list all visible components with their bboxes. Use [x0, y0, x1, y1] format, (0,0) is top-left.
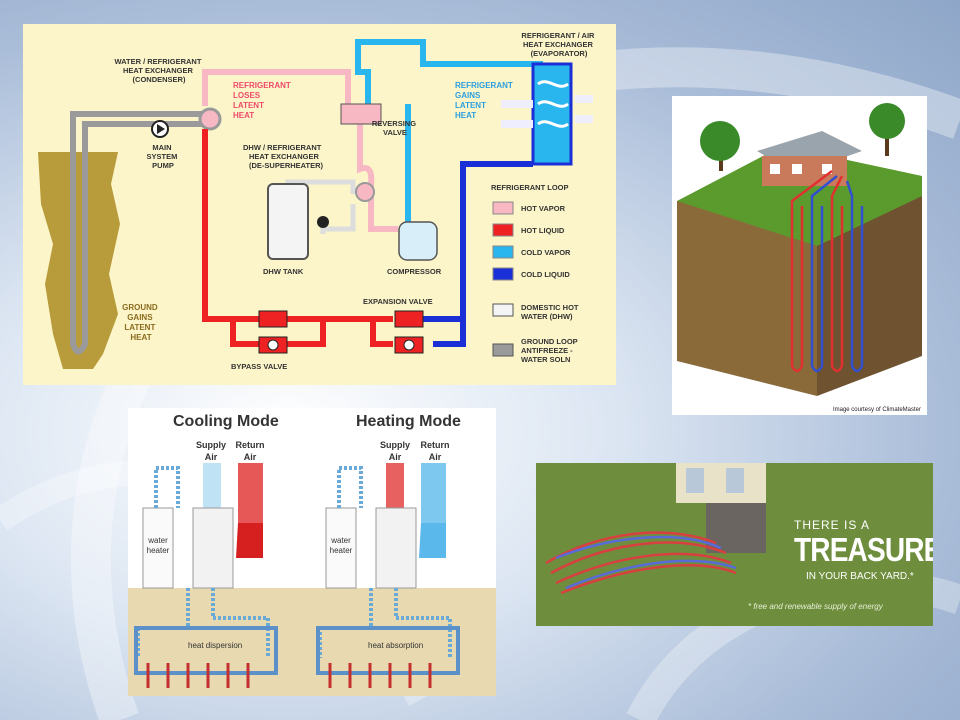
legend-title: REFRIGERANT LOOP [491, 183, 569, 192]
legend-item-hot-vapor: HOT VAPOR [521, 204, 566, 213]
condenser-label: WATER / REFRIGERANT HEAT EXCHANGER (COND… [114, 57, 203, 84]
legend-item-cold-liquid: COLD LIQUID [521, 270, 570, 279]
heat-absorption-label: heat absorption [368, 641, 423, 650]
heat-dispersion-label: heat dispersion [188, 641, 242, 650]
cooling-mode-title: Cooling Mode [173, 413, 279, 430]
hot-liquid-pipe [202, 129, 393, 347]
house-icon [757, 131, 862, 186]
expansion-valve-label: EXPANSION VALVE [363, 297, 433, 306]
compressor-label: COMPRESSOR [387, 267, 442, 276]
tree-icon [700, 103, 905, 171]
horizontal-loops [545, 531, 737, 595]
vertical-loops [790, 170, 864, 373]
compressor-icon [398, 221, 438, 261]
treasure-ad: THERE IS A TREASURE IN YOUR BACK YARD.* … [536, 463, 933, 626]
ground-gains-label: GROUND GAINS LATENT HEAT [122, 303, 160, 342]
loses-heat-label: REFRIGERANT LOSES LATENT HEAT [233, 81, 293, 120]
evaporator-icon [531, 62, 573, 166]
airflow-arrows-icon [501, 95, 593, 128]
cold-vapor-pipe [355, 39, 543, 229]
ad-line2: TREASURE [794, 531, 933, 568]
bypass-valve-label: BYPASS VALVE [231, 362, 287, 371]
ground-well [38, 152, 120, 369]
house-ground-loop-image: Image courtesy of ClimateMaster [672, 96, 927, 415]
heating-mode-title: Heating Mode [356, 413, 461, 430]
ground-loop-pipe [70, 111, 203, 355]
legend-item-cold-vapor: COLD VAPOR [521, 248, 571, 257]
ad-line1: THERE IS A [794, 518, 871, 532]
evaporator-label: REFRIGERANT / AIR HEAT EXCHANGER (EVAPOR… [521, 31, 596, 58]
ground-loop-diagram: WATER / REFRIGERANT HEAT EXCHANGER (COND… [23, 24, 616, 385]
dhw-tank-label: DHW TANK [263, 267, 304, 276]
condenser-coil-icon [198, 107, 222, 131]
dhw-tank-icon [267, 183, 309, 260]
ad-footnote: * free and renewable supply of energy [748, 602, 883, 611]
cold-liquid-pipe [423, 161, 533, 347]
expansion-valve-icon [394, 310, 424, 328]
image-credit: Image courtesy of ClimateMaster [832, 407, 921, 413]
desuperheater-label: DHW / REFRIGERANT HEAT EXCHANGER (DE-SUP… [243, 143, 324, 170]
ad-line3: IN YOUR BACK YARD.* [806, 571, 914, 582]
bypass-valve-icon [258, 310, 288, 328]
legend-item-ground-loop: GROUND LOOP ANTIFREEZE - WATER SOLN [521, 337, 580, 364]
legend-item-dhw: DOMESTIC HOT WATER (DHW) [521, 303, 581, 321]
reversing-valve-label: REVERSING VALVE [372, 119, 418, 137]
legend-item-hot-liquid: HOT LIQUID [521, 226, 565, 235]
reversing-valve-icon [340, 103, 382, 125]
gains-heat-label: REFRIGERANT GAINS LATENT HEAT [455, 81, 515, 120]
legend: REFRIGERANT LOOP HOT VAPOR HOT LIQUID CO… [491, 183, 581, 364]
pump-label: MAIN SYSTEM PUMP [147, 143, 180, 170]
hot-vapor-pipe [202, 69, 398, 232]
